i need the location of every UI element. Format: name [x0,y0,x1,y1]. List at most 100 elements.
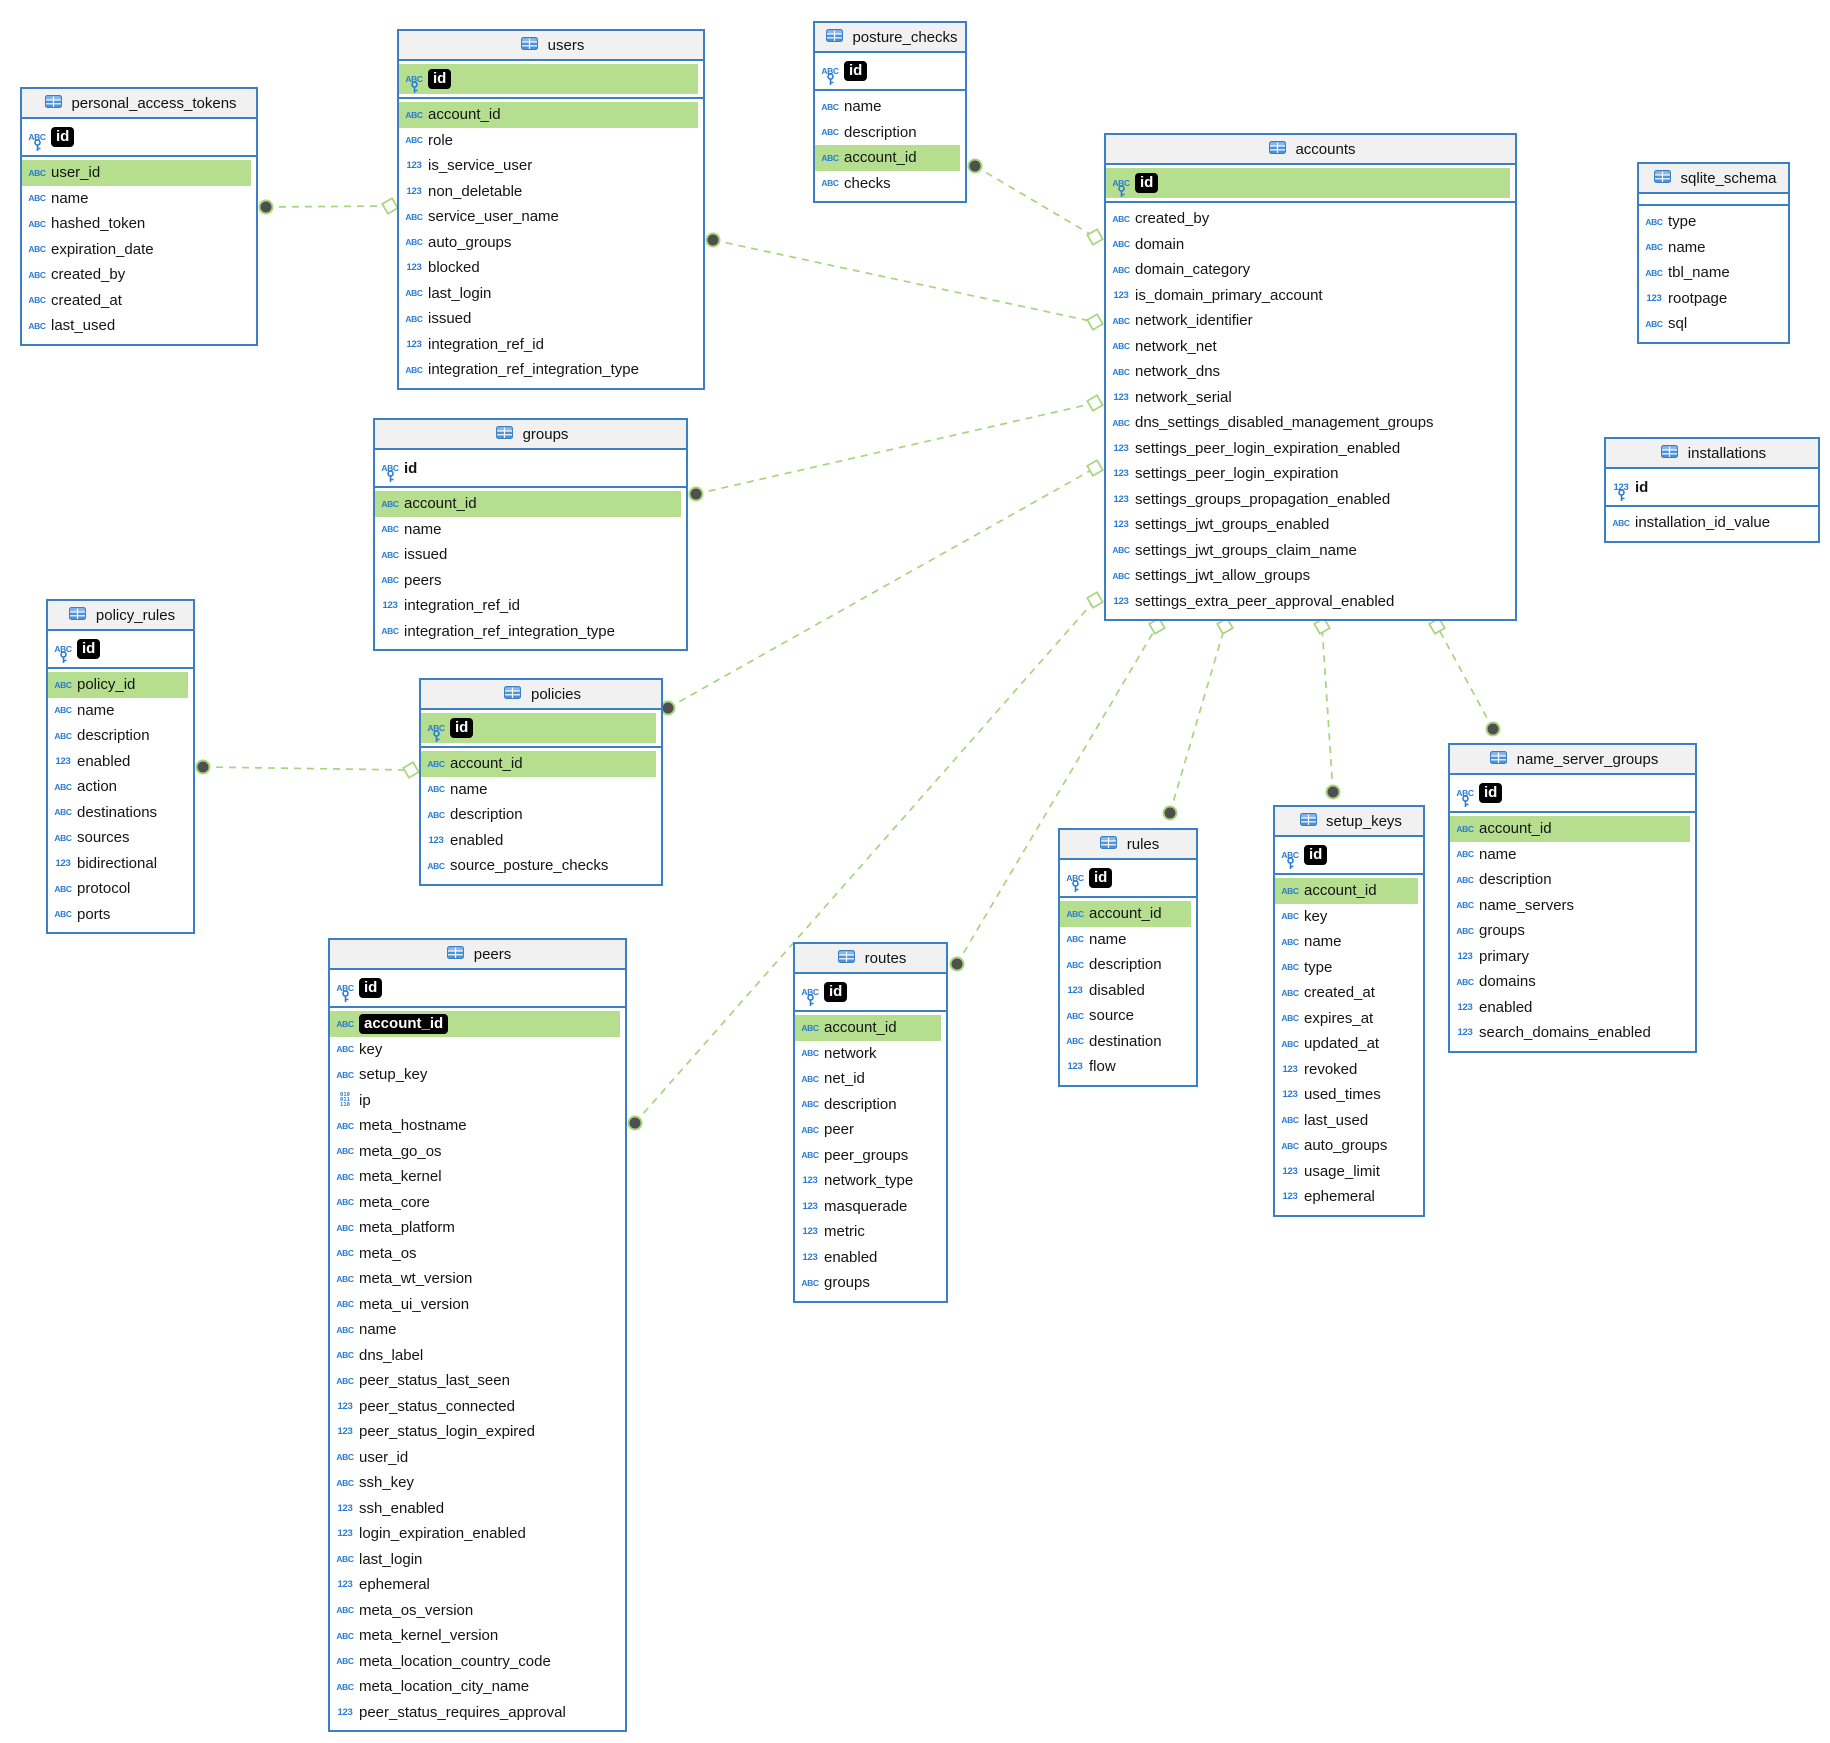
table-header-name_server_groups[interactable]: name_server_groups [1450,745,1695,775]
table-header-routes[interactable]: routes [795,944,946,974]
table-header-personal_access_tokens[interactable]: personal_access_tokens [22,89,256,119]
relation-name_server_groups-to-accounts[interactable] [1427,616,1501,737]
table-header-users[interactable]: users [399,31,703,61]
relation-users-to-accounts[interactable] [705,232,1105,332]
relation-setup_keys-to-accounts[interactable] [1312,616,1341,800]
table-header-policies[interactable]: policies [421,680,661,710]
table-header-installations[interactable]: installations [1606,439,1818,469]
relation-personal_access_tokens-to-users[interactable] [258,196,400,216]
table-header-accounts[interactable]: accounts [1106,135,1515,165]
relation-policy_rules-to-policies[interactable] [195,759,421,780]
relation-rules-to-accounts[interactable] [1162,616,1235,821]
